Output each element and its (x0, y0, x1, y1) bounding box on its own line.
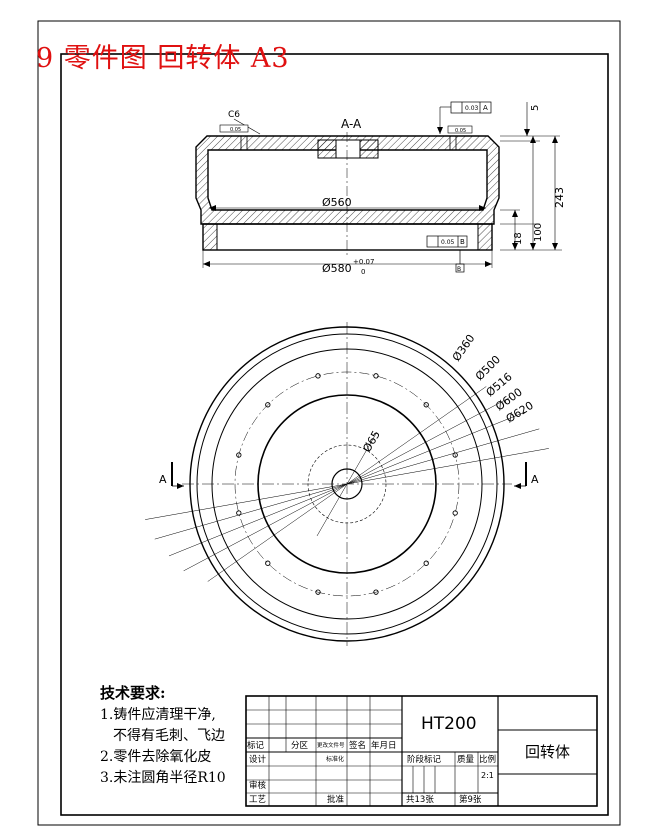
dim-100: 100 (533, 223, 544, 242)
svg-text:审核: 审核 (249, 780, 267, 791)
bolt-hole (373, 373, 379, 379)
svg-text:工艺: 工艺 (249, 795, 266, 805)
dim-65: Ø65 (360, 428, 383, 454)
svg-text:A: A (531, 473, 539, 486)
dimension-leader (316, 431, 378, 537)
bolt-hole (236, 452, 242, 458)
svg-text:标准化: 标准化 (326, 755, 344, 763)
tol-frame-mid: 0.05 (447, 125, 473, 134)
notes-heading: 技术要求: (100, 684, 166, 702)
svg-text:0.05: 0.05 (441, 239, 455, 246)
bolt-hole (452, 510, 458, 516)
outer-border (37, 20, 621, 826)
drawing-title: 9 零件图 回转体 A3 (36, 43, 290, 74)
svg-text:批准: 批准 (327, 794, 345, 805)
svg-text:2:1: 2:1 (481, 771, 494, 780)
svg-text:标记: 标记 (247, 740, 265, 751)
radial-leaders (145, 386, 549, 582)
section-mark-right: A (514, 462, 539, 489)
svg-text:更改文件号: 更改文件号 (317, 741, 345, 749)
chamfer-label: C6 (228, 110, 240, 120)
bolt-hole (423, 560, 429, 566)
material-label: HT200 (421, 714, 477, 734)
svg-text:阶段标记: 阶段标记 (407, 754, 442, 765)
svg-text:0.05: 0.05 (455, 128, 466, 134)
note-line: 3.未注圆角半径R10 (100, 770, 226, 786)
flange-hatch-left (202, 223, 218, 251)
dim-inner: Ø560 (322, 196, 352, 209)
bolt-hole (373, 589, 379, 595)
title-block-text: HT200 回转体 标记 分区 更改文件号 签名 年月日 设计 标准化 阶段标记… (247, 714, 570, 805)
svg-text:质量: 质量 (457, 754, 475, 765)
svg-text:比例: 比例 (479, 754, 496, 765)
section-mark-left: A (159, 462, 184, 489)
svg-text:年月日: 年月日 (371, 740, 397, 751)
dim-outer: Ø580 (322, 262, 352, 275)
svg-text:共13张: 共13张 (406, 795, 434, 805)
bolt-hole (315, 373, 321, 379)
inner-border (60, 53, 609, 816)
tol-frame-bottom: 0.05 B (426, 235, 468, 248)
svg-text:B: B (457, 266, 461, 273)
svg-text:A: A (483, 104, 488, 112)
svg-text:第9张: 第9张 (459, 794, 482, 805)
bolt-hole (265, 560, 271, 566)
note-line: 1.铸件应清理干净, (100, 707, 216, 723)
hub-bore (335, 139, 361, 159)
svg-text:A: A (159, 473, 167, 486)
bolt-hole (315, 589, 321, 595)
section-view: A-A C6 0.05 0.03 A (195, 101, 566, 276)
svg-text:B: B (460, 238, 465, 246)
svg-text:分区: 分区 (291, 741, 309, 751)
plan-view: A A Ø360 Ø500 Ø516 Ø600 Ø620 Ø65 (145, 322, 549, 646)
dim-outer-upper: +0.07 (353, 258, 374, 266)
svg-text:签名: 签名 (349, 740, 366, 751)
dim-243: 243 (553, 187, 566, 208)
tol-frame-top-right: 0.03 A (437, 101, 492, 134)
svg-text:设计: 设计 (249, 754, 267, 765)
svg-text:0.03: 0.03 (465, 105, 479, 112)
flange-hatch-right (477, 223, 493, 251)
tol-frame-top-left: 0.05 (219, 124, 249, 133)
dim-5: 5 (530, 105, 541, 111)
bolt-holes (236, 373, 458, 595)
dim-outer-lower: 0 (361, 268, 365, 276)
dim-360: Ø360 (450, 332, 478, 364)
part-name: 回转体 (525, 743, 570, 761)
technical-requirements: 技术要求: 1.铸件应清理干净, 不得有毛刺、飞边 2.零件去除氧化皮 3.未注… (100, 683, 226, 789)
bolt-hole (423, 402, 429, 408)
title-block (245, 695, 598, 807)
note-line: 不得有毛刺、飞边 (113, 728, 225, 744)
section-view-label: A-A (341, 117, 362, 131)
svg-text:0.05: 0.05 (230, 127, 241, 133)
bolt-hole (265, 402, 271, 408)
note-line: 2.零件去除氧化皮 (100, 749, 212, 765)
dim-18: 18 (513, 232, 524, 245)
datum-b: B (455, 250, 465, 273)
